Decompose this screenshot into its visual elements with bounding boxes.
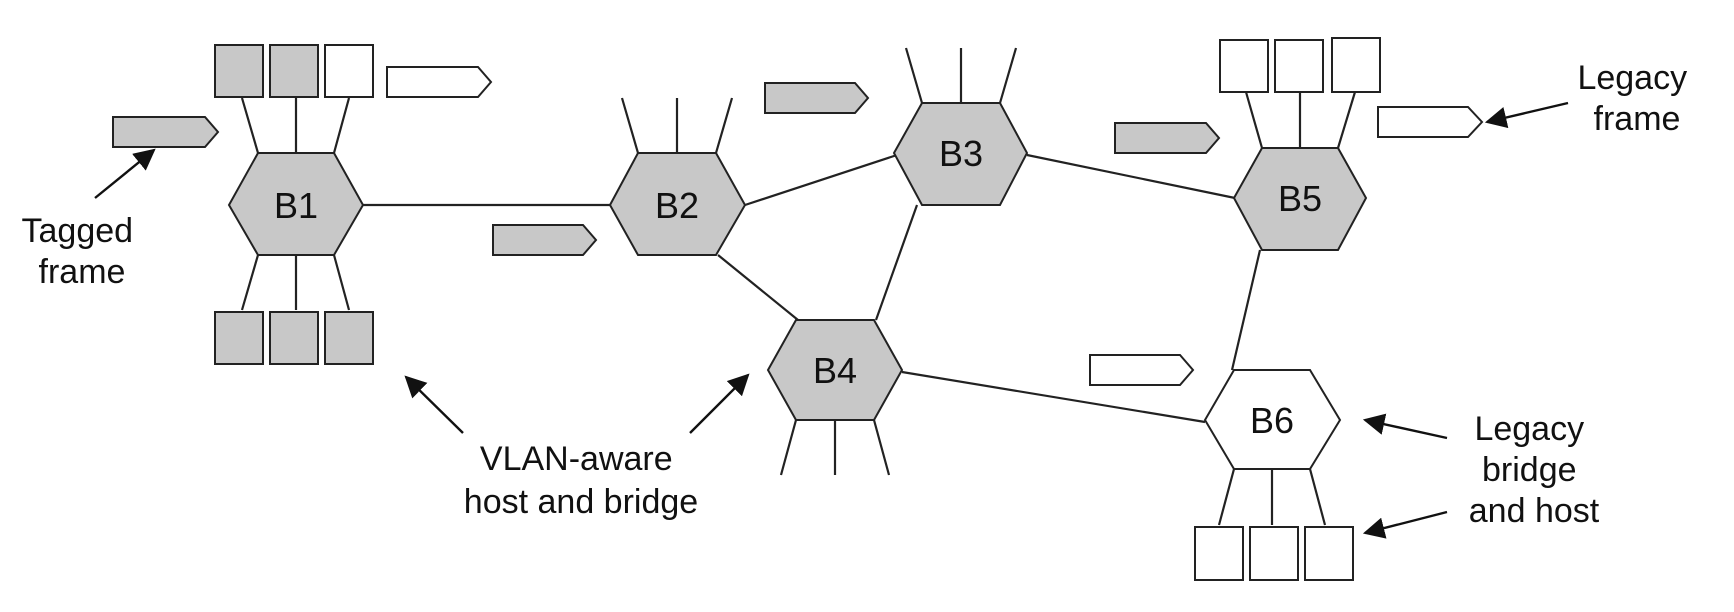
- link-b4-b6: [901, 370, 1206, 424]
- caption-legacy-bridge-host: Legacy bridge and host: [1469, 410, 1600, 530]
- bridge-b6-label: B6: [1250, 400, 1294, 441]
- bridge-b1-label: B1: [274, 185, 318, 226]
- caption-legacy-frame: Legacy frame: [1577, 59, 1696, 138]
- arrow-legacy-host: [1362, 510, 1448, 539]
- arrow-vlan-host: [404, 375, 464, 434]
- caption-vlan-aware: VLAN-aware host and bridge: [464, 440, 698, 521]
- bridge-b6: B6: [1203, 369, 1342, 470]
- host-b1-bottom-2: [269, 311, 319, 365]
- arrow-legacy-frame: [1484, 101, 1569, 129]
- arrow-legacy-bridge: [1362, 413, 1448, 440]
- host-b6-1: [1194, 526, 1244, 581]
- bridge-b5-label: B5: [1278, 178, 1322, 219]
- host-b1-bottom-3: [324, 311, 374, 365]
- frames: [112, 66, 1484, 386]
- link-b5-b6: [1230, 249, 1262, 371]
- arrow-vlan-bridge: [689, 373, 750, 434]
- bridge-links: [362, 153, 1262, 424]
- host-b5-1: [1219, 39, 1269, 93]
- bridge-b3: B3: [892, 102, 1029, 206]
- host-b1-top-2: [269, 44, 319, 98]
- bridge-b2-label: B2: [655, 185, 699, 226]
- tagged-frame-b2-b3: [764, 82, 870, 114]
- tagged-frame-b3-b5: [1114, 122, 1221, 154]
- bridge-b2: B2: [608, 152, 747, 256]
- bridge-b4-label: B4: [813, 350, 857, 391]
- captions: Tagged frame Legacy frame VLAN-aware hos…: [22, 59, 1696, 530]
- host-links: [240, 47, 1357, 526]
- legacy-frame-right: [1377, 106, 1484, 138]
- legacy-frame-b4-b6: [1089, 354, 1195, 386]
- host-b1-bottom-1: [214, 311, 264, 365]
- host-b5-2: [1274, 39, 1324, 93]
- link-b2-b4: [717, 254, 799, 321]
- tagged-frame-b1-b2: [492, 224, 598, 256]
- host-b1-top-3: [324, 44, 374, 98]
- host-b1-top-1: [214, 44, 264, 98]
- bridge-b4: B4: [766, 319, 904, 421]
- link-b2-b3: [744, 153, 898, 207]
- host-b6-3: [1304, 526, 1354, 581]
- hosts: [214, 37, 1381, 581]
- caption-tagged-frame: Tagged frame: [22, 212, 143, 291]
- tagged-frame-left: [112, 116, 220, 148]
- host-b5-3: [1331, 37, 1381, 93]
- bridge-b1: B1: [227, 152, 365, 256]
- bridge-b5: B5: [1232, 147, 1368, 251]
- legacy-frame-b1: [386, 66, 493, 98]
- bridge-b3-label: B3: [939, 133, 983, 174]
- link-b3-b4: [874, 204, 919, 321]
- link-b3-b5: [1026, 153, 1236, 200]
- host-b6-2: [1249, 526, 1299, 581]
- arrow-tagged-frame: [94, 148, 156, 199]
- annotation-arrows: [94, 101, 1569, 539]
